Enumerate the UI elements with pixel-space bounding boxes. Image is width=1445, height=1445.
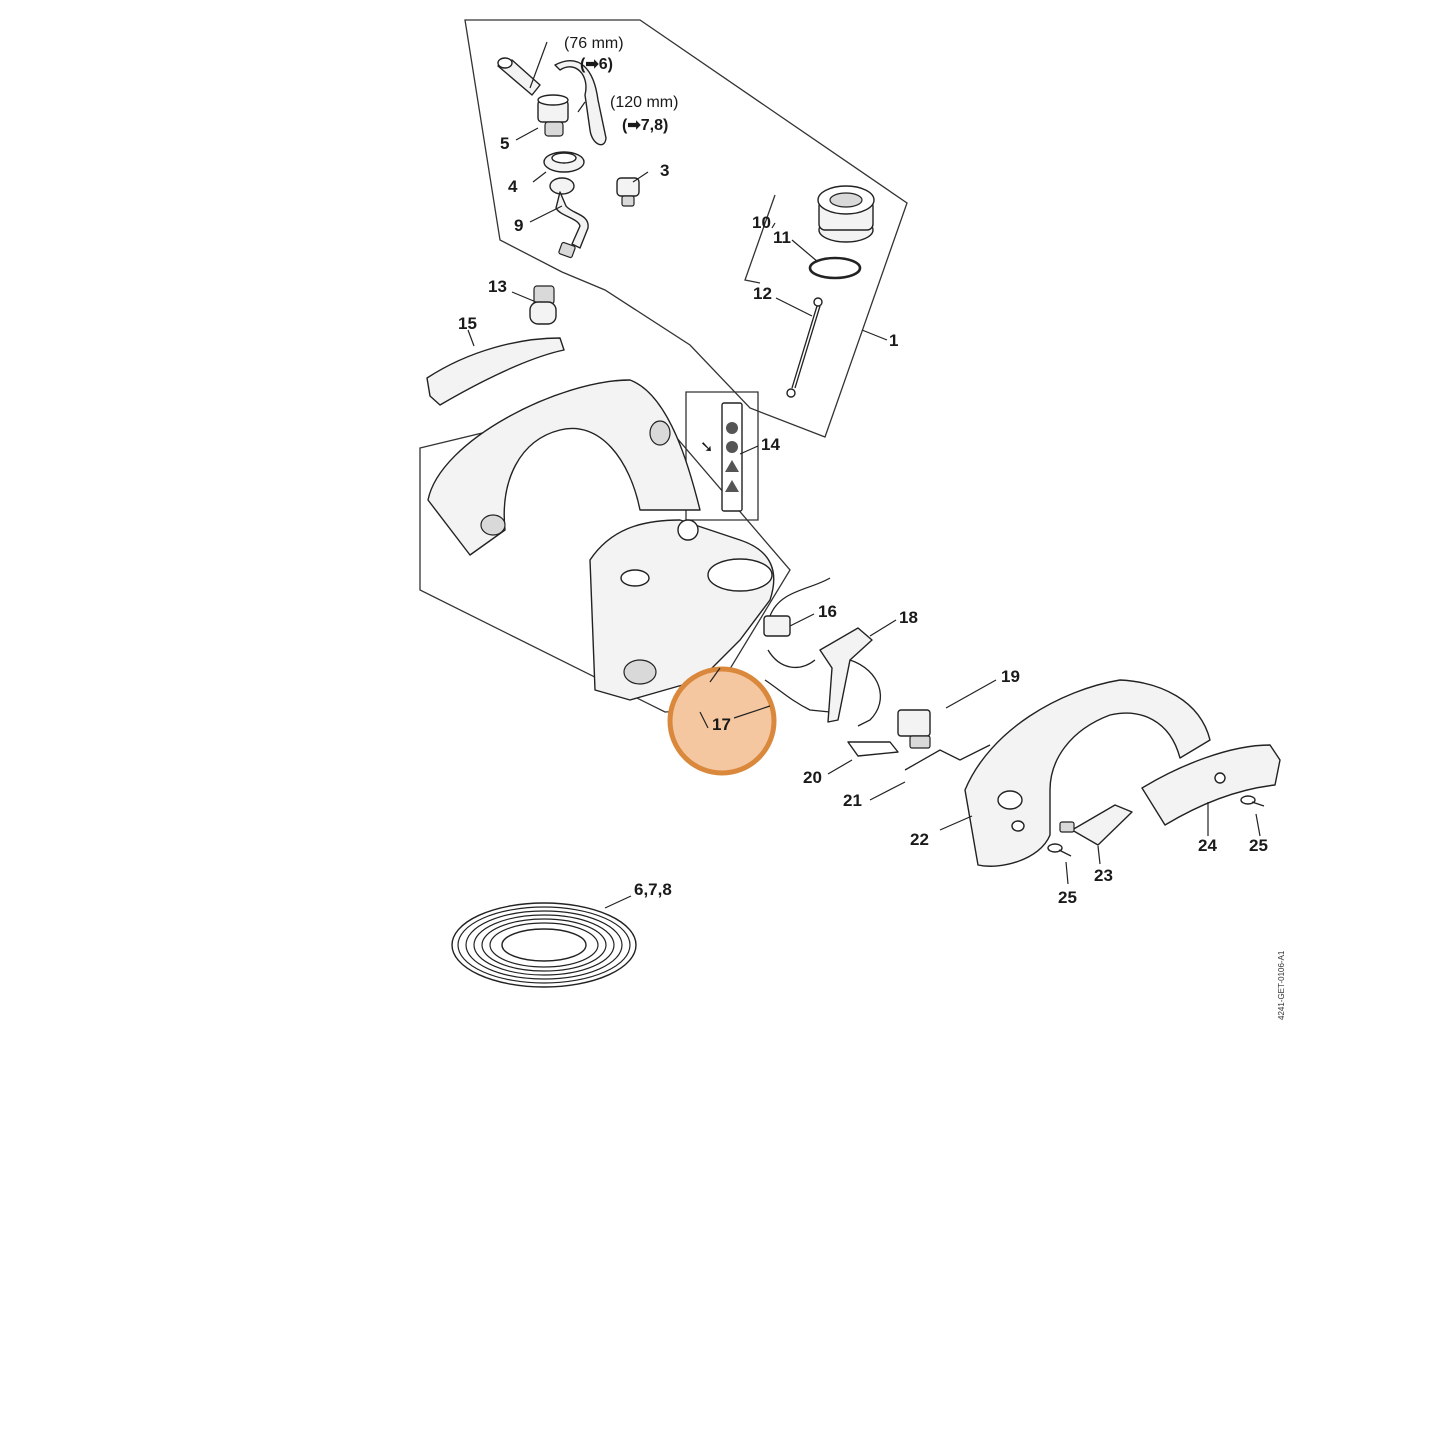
callout-23[interactable]: 23	[1094, 866, 1113, 885]
part-24-handle-cover	[1141, 744, 1281, 826]
part-23-clip	[1059, 804, 1133, 846]
callout-19[interactable]: 19	[1001, 667, 1020, 686]
callout-16[interactable]: 16	[818, 602, 837, 621]
callout-5[interactable]: 5	[500, 134, 509, 153]
callout-4[interactable]: 4	[508, 177, 518, 196]
callout-15[interactable]: 15	[458, 314, 477, 333]
part-3-valve	[616, 177, 640, 207]
callout-25-right[interactable]: 25	[1249, 836, 1268, 855]
callout-22[interactable]: 22	[910, 830, 929, 849]
part-25-screw-right	[1240, 795, 1265, 807]
part-21-wire-rod	[904, 744, 991, 771]
callout-10[interactable]: 10	[752, 213, 771, 232]
hose-long-ref: (➡7,8)	[622, 117, 668, 134]
callout-21[interactable]: 21	[843, 791, 862, 810]
callout-13[interactable]: 13	[488, 277, 507, 296]
document-id: 4241-GET-0106-A1	[1277, 950, 1286, 1020]
callout-6-7-8[interactable]: 6,7,8	[634, 880, 672, 899]
callout-20[interactable]: 20	[803, 768, 822, 787]
part-14-warning-decal	[721, 402, 743, 512]
part-13-knob	[529, 285, 557, 325]
cover-hole	[1214, 772, 1226, 784]
callout-12[interactable]: 12	[753, 284, 772, 303]
part-9-suction-hose	[549, 177, 589, 259]
callout-17[interactable]: 17	[712, 715, 731, 734]
hose-short-ref: (➡6)	[580, 56, 613, 73]
part-4-grommet	[543, 151, 585, 173]
group-frame-cap-bracket	[744, 194, 776, 284]
fuel-line-pipe	[497, 57, 541, 96]
callout-9[interactable]: 9	[514, 216, 523, 235]
decal-arrow: ➘	[700, 439, 713, 456]
highlight-circle	[667, 666, 777, 776]
callout-24[interactable]: 24	[1198, 836, 1217, 855]
part-20-spring	[847, 741, 899, 757]
hose-short-length: (76 mm)	[564, 35, 624, 52]
part-22-handle-molding	[964, 679, 1211, 867]
part-1-tank-cap	[817, 185, 875, 243]
callout-11[interactable]: 11	[773, 228, 791, 247]
part-12-retaining-strap	[786, 297, 823, 398]
part-25-screw-left	[1047, 843, 1072, 857]
part-5-filter	[537, 94, 569, 137]
coiled-fuel-line	[451, 902, 637, 988]
hose-long-length: (120 mm)	[610, 94, 678, 111]
part-11-o-ring	[808, 256, 862, 280]
callout-18[interactable]: 18	[899, 608, 918, 627]
part-18-throttle-trigger	[819, 627, 881, 727]
callout-14[interactable]: 14	[761, 435, 780, 454]
fuel-hose-long	[554, 60, 607, 146]
callout-25-left[interactable]: 25	[1058, 888, 1077, 907]
leader-lines	[467, 41, 1261, 909]
handle-hole	[997, 790, 1023, 810]
tank-housing	[427, 379, 775, 701]
callout-1[interactable]: 1	[889, 331, 898, 350]
callout-3[interactable]: 3	[660, 161, 669, 180]
part-16-ignition-switch	[763, 577, 831, 713]
part-15-cover	[426, 337, 565, 406]
group-frame-fuel-pickup	[464, 19, 908, 438]
handle-hole	[1011, 820, 1025, 832]
part-19-interlock-lever	[897, 709, 931, 749]
